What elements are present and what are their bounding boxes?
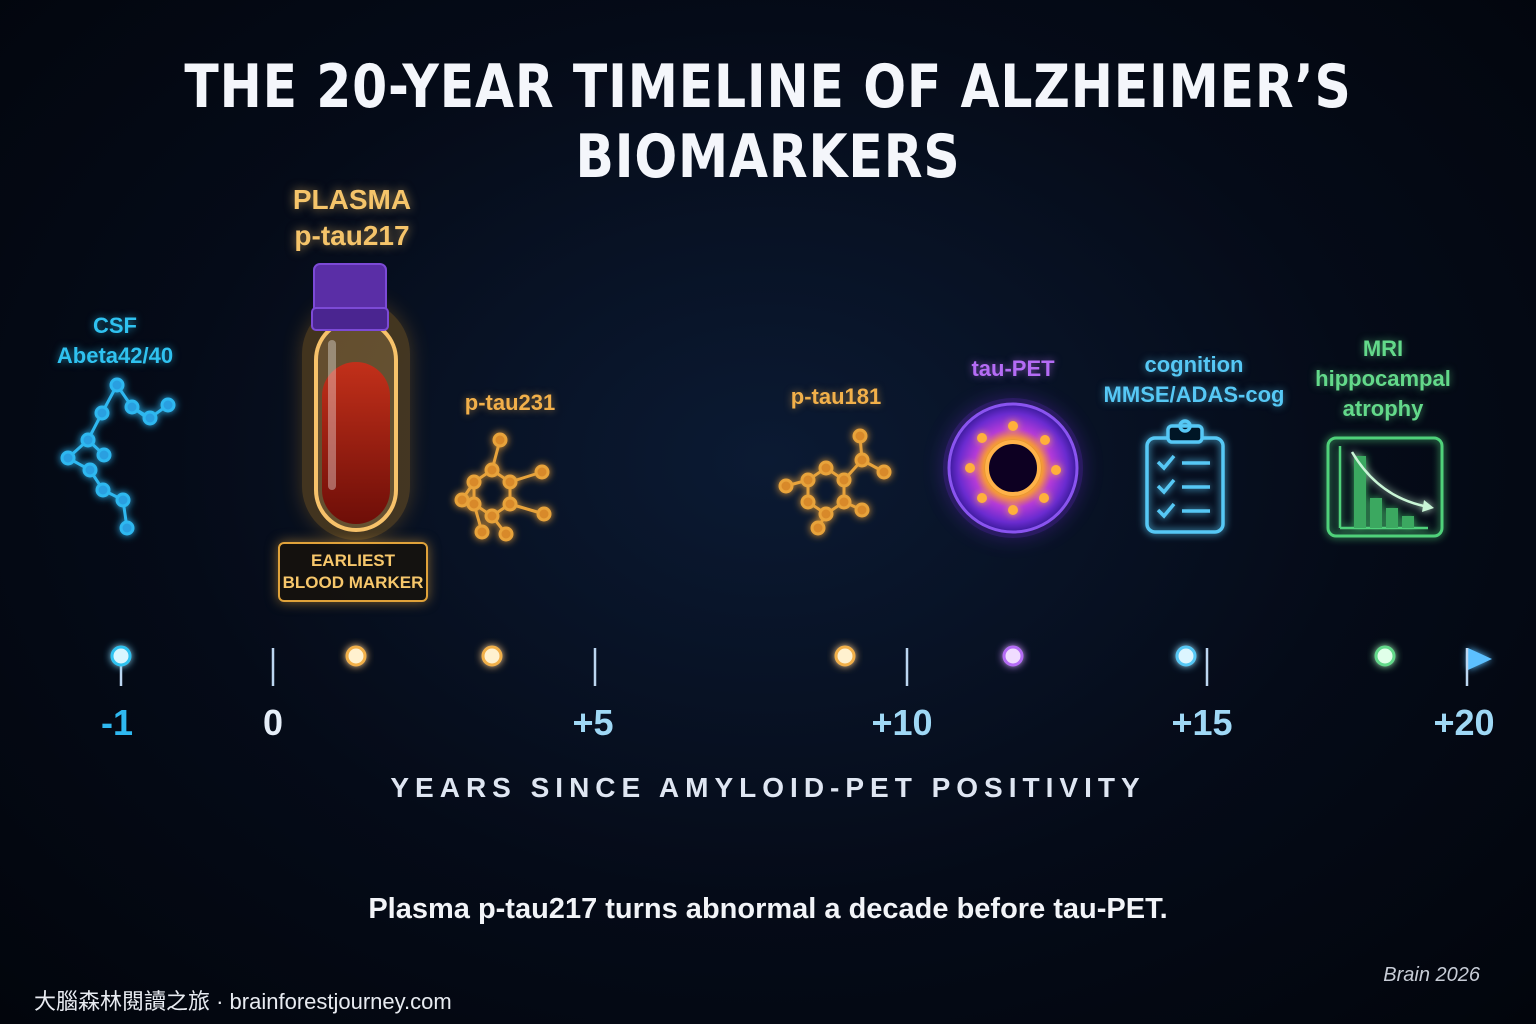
marker-label-line: hippocampal [1315, 366, 1451, 391]
marker-label-line: atrophy [1342, 396, 1424, 421]
marker-label-line: cognition [1144, 352, 1244, 377]
dot-taupet [1002, 645, 1024, 667]
marker-dots [110, 645, 1396, 667]
marker-label-ptau181: p-tau181 [791, 382, 881, 412]
dot-cognition [1175, 645, 1197, 667]
marker-label-taupet: tau-PET [971, 354, 1054, 384]
page-title: THE 20-YEAR TIMELINE OF ALZHEIMER’S BIOM… [184, 52, 1352, 192]
axis-arrow-icon [1468, 648, 1492, 670]
hexagon-molecule-icon [454, 432, 552, 542]
footer-credit: 大腦森林閱讀之旅 · brainforestjourney.com [34, 989, 452, 1014]
tick-label: 0 [262, 702, 284, 743]
axis-title: YEARS SINCE AMYLOID-PET POSITIVITY [390, 772, 1146, 803]
tick-label: +15 [1171, 702, 1233, 743]
caption: Plasma p-tau217 turns abnormal a decade … [368, 893, 1168, 925]
earliest-marker-badge: EARLIEST BLOOD MARKER [278, 542, 428, 602]
source-citation: Brain 2026 [1383, 964, 1480, 986]
blood-tube-icon [302, 263, 410, 540]
decline-chart-icon [1326, 436, 1444, 538]
marker-label-cognition: cognition MMSE/ADAS-cog [1104, 350, 1285, 410]
dot-ptau181 [834, 645, 856, 667]
timeline-axis [0, 648, 1492, 670]
marker-label-line: p-tau181 [790, 384, 882, 409]
dot-mri [1374, 645, 1396, 667]
marker-label-ptau217: PLASMA p-tau217 [293, 182, 411, 254]
tick-label: +5 [572, 702, 614, 743]
marker-label-line: MRI [1362, 336, 1404, 361]
marker-label-ptau231: p-tau231 [465, 388, 555, 418]
tick-label: +20 [1433, 702, 1495, 743]
badge-line: BLOOD MARKER [282, 573, 424, 592]
marker-label-line: MMSE/ADAS-cog [1103, 382, 1285, 407]
hexagon-molecule-icon [778, 428, 892, 536]
molecule-chain-icon [60, 377, 176, 536]
badge-line: EARLIEST [310, 551, 396, 570]
brain-scan-icon [943, 398, 1083, 538]
marker-label-line: p-tau217 [294, 220, 410, 251]
tick-label: -1 [100, 702, 134, 743]
clipboard-checklist-icon [1145, 419, 1225, 534]
marker-label-line: p-tau231 [464, 390, 556, 415]
marker-label-line: tau-PET [971, 356, 1055, 381]
marker-label-line: Abeta42/40 [56, 343, 174, 368]
marker-label-csf: CSF Abeta42/40 [57, 311, 173, 371]
marker-label-line: CSF [93, 313, 137, 338]
axis-ticks [119, 648, 1469, 686]
tick-label: +10 [871, 702, 933, 743]
dot-ptau217 [345, 645, 367, 667]
marker-label-line: PLASMA [292, 184, 412, 215]
dot-csf [110, 645, 132, 667]
marker-stems [120, 540, 1386, 655]
marker-label-mri: MRI hippocampal atrophy [1315, 334, 1451, 424]
dot-ptau231 [481, 645, 503, 667]
